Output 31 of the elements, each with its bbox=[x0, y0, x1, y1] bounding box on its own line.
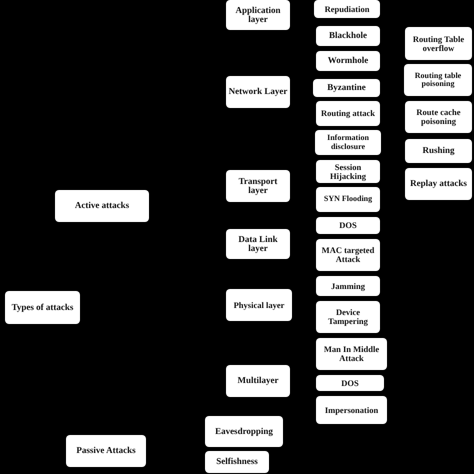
attack-box: Application layer bbox=[226, 0, 290, 30]
attack-box: Routing attack bbox=[316, 101, 380, 126]
attack-box: Physical layer bbox=[226, 289, 292, 321]
attack-box: Impersonation bbox=[316, 396, 387, 424]
attack-box: DOS bbox=[316, 375, 384, 391]
attack-box: Byzantine bbox=[313, 79, 380, 97]
attack-box: Replay attacks bbox=[405, 168, 472, 200]
attack-box: Data Link layer bbox=[226, 229, 290, 259]
attack-box: Types of attacks bbox=[5, 291, 80, 324]
attack-box: Rushing bbox=[405, 139, 472, 163]
attack-box: Active attacks bbox=[55, 190, 149, 222]
attack-box: Blackhole bbox=[316, 26, 380, 46]
attack-box: Jamming bbox=[316, 276, 380, 296]
attack-box: Transport layer bbox=[226, 170, 290, 202]
attack-box: Session Hijacking bbox=[316, 160, 380, 183]
attack-box: Network Layer bbox=[226, 76, 290, 108]
attack-box: DOS bbox=[316, 217, 380, 234]
attack-box: Man In Middle Attack bbox=[316, 338, 387, 370]
attack-box: Wormhole bbox=[316, 51, 380, 71]
attack-box: Route cache poisoning bbox=[405, 101, 472, 133]
attack-box: Eavesdropping bbox=[205, 416, 283, 447]
attack-box: Device Tampering bbox=[316, 301, 380, 333]
attack-box: Routing Table overflow bbox=[405, 27, 472, 60]
attack-box: Passive Attacks bbox=[66, 435, 146, 467]
attack-box: Routing table poisoning bbox=[404, 64, 472, 96]
attack-box: Multilayer bbox=[226, 365, 290, 397]
attack-box: Selfishness bbox=[205, 451, 269, 473]
attack-box: SYN Flooding bbox=[316, 187, 380, 212]
attack-box: MAC targeted Attack bbox=[316, 239, 380, 271]
attack-box: Information disclosure bbox=[315, 130, 381, 155]
attack-box: Repudiation bbox=[314, 0, 380, 18]
